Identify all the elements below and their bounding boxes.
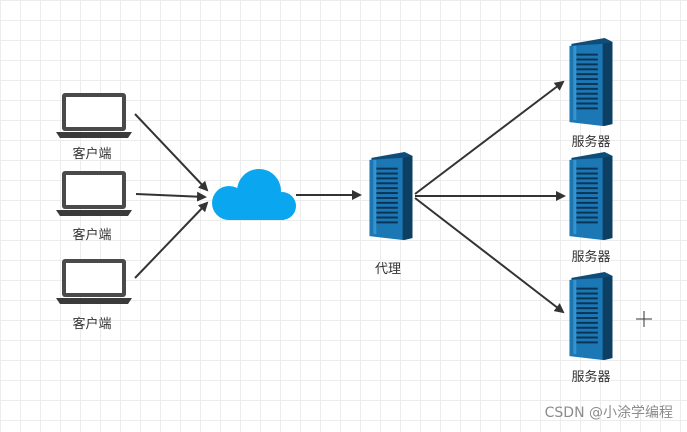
server-icon — [569, 38, 613, 126]
laptop-icon — [56, 259, 132, 304]
client-label: 客户端 — [72, 228, 112, 243]
arrow-client2-cloud — [135, 191, 207, 202]
cloud-icon — [212, 169, 296, 220]
proxy-label: 代理 — [374, 262, 402, 277]
arrow-client1-cloud — [134, 113, 209, 192]
server-label: 服务器 — [571, 135, 611, 150]
server-label: 服务器 — [571, 250, 611, 265]
crosshair-cursor-icon — [636, 311, 652, 327]
arrow-client3-cloud — [134, 201, 209, 279]
laptop-icon — [56, 93, 132, 138]
watermark: CSDN @小涂学编程 — [544, 405, 673, 421]
laptop-icon — [56, 171, 132, 216]
server-icon — [569, 152, 613, 240]
server-icon — [369, 152, 413, 240]
client-label: 客户端 — [72, 317, 112, 332]
server-label: 服务器 — [571, 370, 611, 385]
arrow-proxy-server3 — [414, 197, 565, 314]
arrow-proxy-server1 — [414, 80, 565, 195]
client-label: 客户端 — [72, 147, 112, 162]
server-icon — [569, 272, 613, 360]
